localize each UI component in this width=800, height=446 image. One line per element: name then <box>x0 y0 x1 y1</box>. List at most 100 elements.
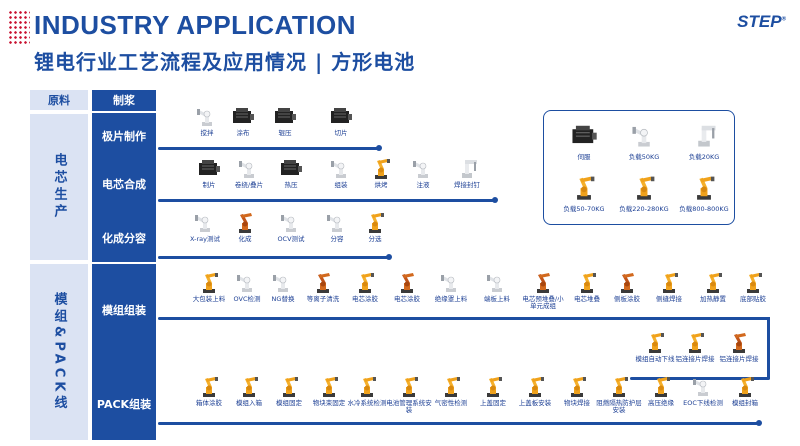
robot-arm-icon <box>232 210 258 234</box>
module-return-step: 模组自动下线 <box>632 330 678 363</box>
robot-arm-icon <box>642 330 668 354</box>
robot-arm-icon <box>648 374 674 398</box>
pack-step-label: 物块束固定 <box>312 399 346 407</box>
pack-step: 模组入箱 <box>226 374 272 407</box>
robot-arm-icon <box>569 173 599 201</box>
module-return-step: 铝连接片焊接 <box>716 330 762 363</box>
robot-arm-icon <box>362 210 388 234</box>
column-module-pack: 模组&PACK线 <box>30 264 88 440</box>
robot-arm-icon <box>196 374 222 398</box>
module-step: 大包装上料 <box>186 270 232 303</box>
assembly-step-label: 烘烤 <box>374 181 388 189</box>
electrode-step: 搅拌 <box>184 104 230 137</box>
brand-logo: STEP® <box>737 12 786 31</box>
decorative-dot-grid <box>8 10 30 44</box>
robot-arm-icon <box>234 270 260 294</box>
robot-arm-icon <box>278 210 304 234</box>
module-step: 绝缘罩上料 <box>428 270 474 303</box>
robot-arm-icon <box>394 270 420 294</box>
robot-arm-icon <box>316 374 342 398</box>
legend-item: 负载220-280KG <box>614 173 674 213</box>
robot-arm-icon <box>354 374 380 398</box>
robot-arm-icon <box>196 270 222 294</box>
module-step-label: 端板上料 <box>484 295 510 303</box>
robot-arm-icon <box>310 270 336 294</box>
pack-step-label: EOC下线检测 <box>683 399 723 407</box>
robot-arm-icon <box>689 121 719 149</box>
robot-arm-icon <box>236 156 262 180</box>
band-divider <box>92 111 156 113</box>
flow-line-pack <box>158 422 758 425</box>
robot-arm-icon <box>689 173 719 201</box>
pack-step-label: 箱体涂胶 <box>196 399 222 407</box>
robot-arm-icon <box>564 374 590 398</box>
pack-step: 模组固定 <box>266 374 312 407</box>
formation-step: 化成 <box>222 210 268 243</box>
robot-arm-icon <box>629 121 659 149</box>
module-return-step-label: 铝连接片焊接 <box>675 355 715 363</box>
robot-arm-icon <box>276 374 302 398</box>
robot-arm-icon <box>454 156 480 180</box>
module-step-label: OVC检测 <box>233 295 261 303</box>
servo-motor-icon <box>278 156 304 180</box>
pack-step: 阻燃隔热防护层安装 <box>596 374 642 415</box>
column-raw-material: 原料 <box>30 90 88 110</box>
assembly-step: 焊接封钉 <box>444 156 490 189</box>
page-title-cn: 锂电行业工艺流程及应用情况 | 方形电池 <box>34 50 416 74</box>
band-column <box>92 90 156 440</box>
module-step: 侧板涂胶 <box>604 270 650 303</box>
flow-line-module-drop <box>767 317 770 379</box>
legend-item: 负载50-70KG <box>554 173 614 213</box>
band-formation: 化成分容 <box>102 232 146 245</box>
robot-arm-icon <box>396 374 422 398</box>
band-module: 模组组装 <box>102 304 146 317</box>
assembly-step-label: 卷绕/叠片 <box>234 181 264 189</box>
module-step-label: 大包装上料 <box>192 295 226 303</box>
module-step-label: 底部贴胶 <box>740 295 766 303</box>
pack-step-label: 上盖板安装 <box>518 399 552 407</box>
flow-line-formation <box>158 256 388 259</box>
robot-arm-icon <box>656 270 682 294</box>
pack-step-label: 物块焊接 <box>564 399 590 407</box>
module-step: 电芯涂胶 <box>384 270 430 303</box>
robot-arm-icon <box>522 374 548 398</box>
pack-step: 上盖板安装 <box>512 374 558 407</box>
electrode-step-label: 涂布 <box>236 129 250 137</box>
robot-arm-icon <box>690 374 716 398</box>
formation-step-label: 分选 <box>368 235 382 243</box>
brand-logo-text: STEP <box>737 12 782 31</box>
servo-motor-icon <box>196 156 222 180</box>
formation-step-label: 化成 <box>238 235 252 243</box>
module-step: 底部贴胶 <box>730 270 776 303</box>
servo-motor-icon <box>569 121 599 149</box>
legend-item-label: 伺服 <box>577 153 591 161</box>
pack-step: 物块焊接 <box>554 374 600 407</box>
assembly-step: 烘烤 <box>358 156 404 189</box>
robot-arm-icon <box>629 173 659 201</box>
robot-arm-icon <box>438 374 464 398</box>
pack-step-label: 模组固定 <box>276 399 302 407</box>
band-assembly: 电芯合成 <box>102 178 146 191</box>
legend-item-label: 负载50KG <box>628 153 660 161</box>
robot-arm-icon <box>574 270 600 294</box>
robot-arm-icon <box>438 270 464 294</box>
assembly-step: 注液 <box>400 156 446 189</box>
module-return-step: 铝连接片焊接 <box>672 330 718 363</box>
electrode-step: 切片 <box>318 104 364 137</box>
formation-step: 分容 <box>314 210 360 243</box>
robot-arm-icon <box>194 104 220 128</box>
module-step-label: 电芯涂胶 <box>352 295 378 303</box>
flow-line-end <box>386 254 392 260</box>
robot-arm-icon <box>732 374 758 398</box>
module-step: 电芯堆叠 <box>564 270 610 303</box>
pack-step: 电池管理系统安装 <box>386 374 432 415</box>
module-step: 电芯涂胶 <box>342 270 388 303</box>
robot-arm-icon <box>480 374 506 398</box>
electrode-step-label: 搅拌 <box>200 129 214 137</box>
pack-step-label: 模组封箱 <box>732 399 758 407</box>
electrode-step: 辊压 <box>262 104 308 137</box>
pack-step-label: 水冷系统检测 <box>347 399 387 407</box>
flow-line-module <box>158 317 770 320</box>
pack-step-label: 气密性检测 <box>434 399 468 407</box>
robot-arm-icon <box>352 270 378 294</box>
